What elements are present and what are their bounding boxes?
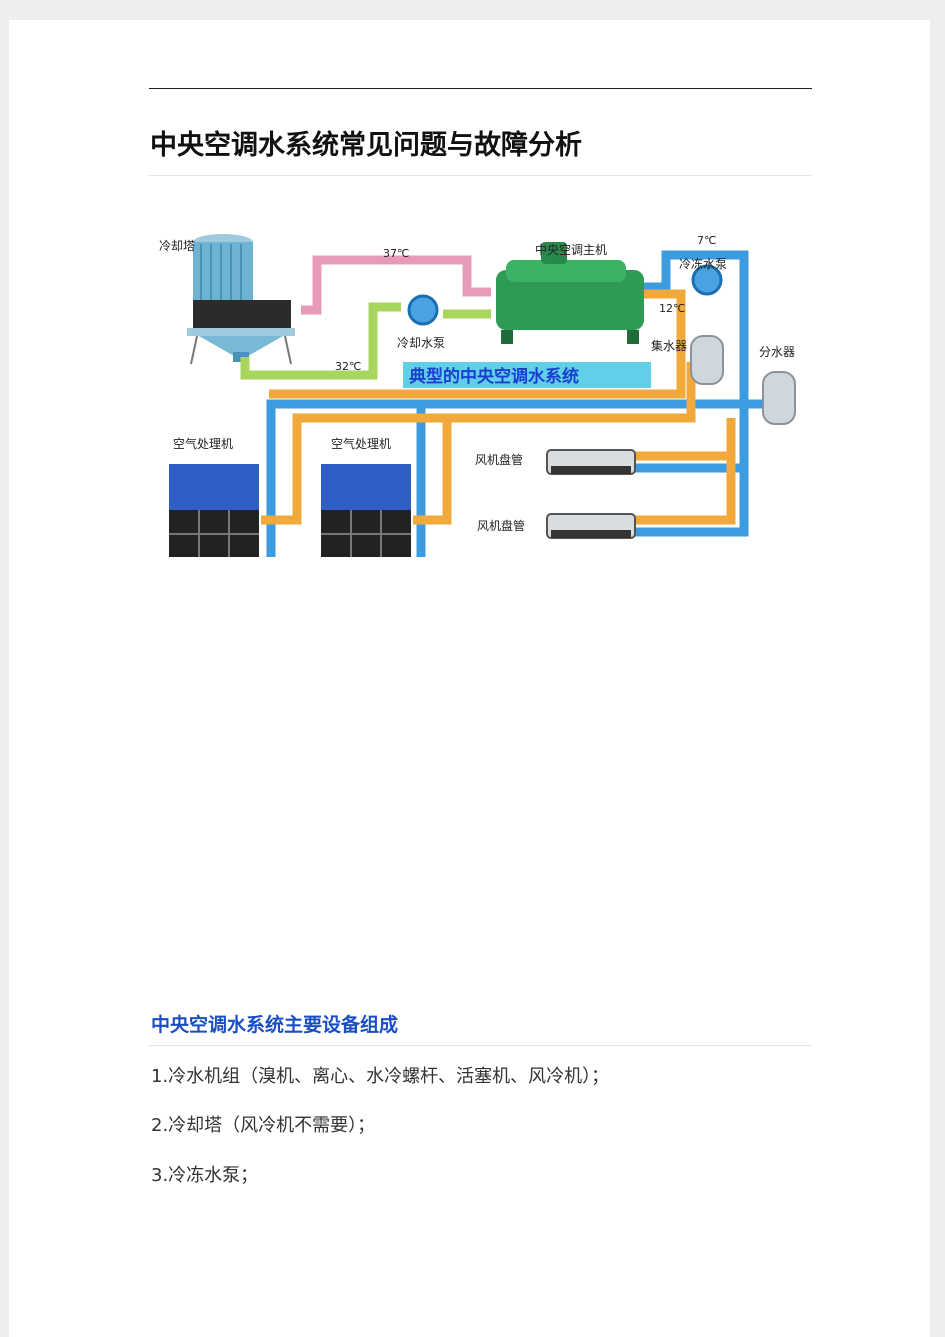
fcu-1-graphic [546,449,636,475]
label-temp-37: 37℃ [383,247,409,260]
collector-tank [690,335,724,385]
label-distributor: 分水器 [759,345,795,359]
top-divider [149,88,812,89]
banner-title: 典型的中央空调水系统 [409,366,579,387]
label-temp-12: 12℃ [659,302,685,315]
label-cooling-tower: 冷却塔 [159,239,195,253]
label-collector: 集水器 [651,338,687,353]
list-item: 3.冷冻水泵； [151,1165,259,1186]
label-fcu-2: 风机盘管 [477,518,525,533]
hot-water-pipe [301,255,491,315]
label-ahu-2: 空气处理机 [331,436,391,451]
label-cooling-pump: 冷却水泵 [397,336,445,350]
label-chilled-pump: 冷冻水泵 [679,256,727,271]
cooling-tower-graphic [187,234,295,365]
chiller-graphic [496,242,644,344]
ahu-1-graphic [169,464,259,557]
list-item: 1.冷水机组（溴机、离心、水冷螺杆、活塞机、风冷机）； [151,1066,610,1087]
section-divider [149,1045,812,1046]
label-fcu-1: 风机盘管 [475,452,523,467]
title-divider [149,175,812,176]
page-title: 中央空调水系统常见问题与故障分析 [150,130,582,161]
cooling-water-pipe [240,302,401,380]
label-ahu-1: 空气处理机 [173,436,233,451]
cooling-pump-graphic [407,294,439,326]
label-temp-7: 7℃ [697,234,716,247]
banner-box [403,362,651,388]
distributor-tank [762,371,796,425]
water-system-diagram: 冷却塔 中央空调主机 冷冻水泵 冷却水泵 集水器 分水器 空气处理机 空气处理机… [151,212,808,557]
list-item: 2.冷却塔（风冷机不需要）； [151,1115,376,1136]
fcu-2-graphic [546,513,636,539]
chilled-supply-pipe [266,250,749,557]
label-chiller: 中央空调主机 [535,242,607,257]
chilled-pump-graphic [691,264,723,296]
label-temp-32: 32℃ [335,360,361,373]
chilled-return-pipe [269,289,686,399]
document-page: 中央空调水系统常见问题与故障分析 [9,20,930,1337]
section-heading: 中央空调水系统主要设备组成 [151,1014,399,1036]
ahu-2-graphic [321,464,411,557]
